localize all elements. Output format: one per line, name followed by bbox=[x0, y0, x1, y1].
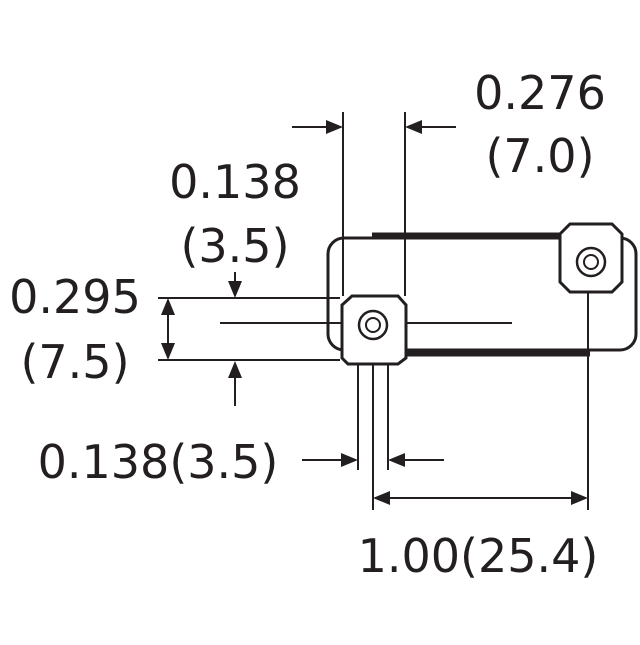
right-tab-outline bbox=[558, 222, 624, 294]
left-terminal-tab bbox=[340, 294, 408, 510]
right-terminal-tab bbox=[558, 222, 624, 294]
dimension-offset: 0.138 (3.5) bbox=[169, 155, 301, 406]
width-label-mm: (7.0) bbox=[485, 129, 594, 183]
length-arrow-right bbox=[571, 491, 588, 505]
right-tab-hole bbox=[575, 246, 607, 278]
dimension-terminal: 0.138(3.5) bbox=[38, 435, 444, 489]
height-arrow-top bbox=[161, 298, 175, 315]
terminal-arrow-right bbox=[388, 453, 405, 467]
height-label-in: 0.295 bbox=[9, 270, 141, 324]
dimension-height: 0.295 (7.5) bbox=[9, 270, 340, 389]
height-arrow-bottom bbox=[161, 343, 175, 360]
length-arrow-left bbox=[373, 491, 390, 505]
dimension-width: 0.276 (7.0) bbox=[292, 66, 606, 296]
left-tab-outline bbox=[340, 294, 408, 366]
offset-label-mm: (3.5) bbox=[180, 219, 289, 273]
width-arrow-left bbox=[326, 120, 343, 134]
height-label-mm: (7.5) bbox=[20, 335, 129, 389]
offset-label-in: 0.138 bbox=[169, 155, 301, 209]
right-tab-hole-inner bbox=[583, 254, 599, 270]
width-label-in: 0.276 bbox=[474, 66, 606, 120]
width-arrow-right bbox=[405, 120, 422, 134]
length-label: 1.00(25.4) bbox=[358, 529, 599, 583]
left-tab-hole-inner bbox=[365, 317, 381, 333]
terminal-label: 0.138(3.5) bbox=[38, 435, 279, 489]
left-tab-hole bbox=[357, 309, 389, 341]
dimension-length: 1.00(25.4) bbox=[358, 292, 599, 583]
terminal-arrow-left bbox=[341, 453, 358, 467]
offset-arrow-up bbox=[228, 361, 242, 378]
offset-arrow-down bbox=[228, 281, 242, 298]
